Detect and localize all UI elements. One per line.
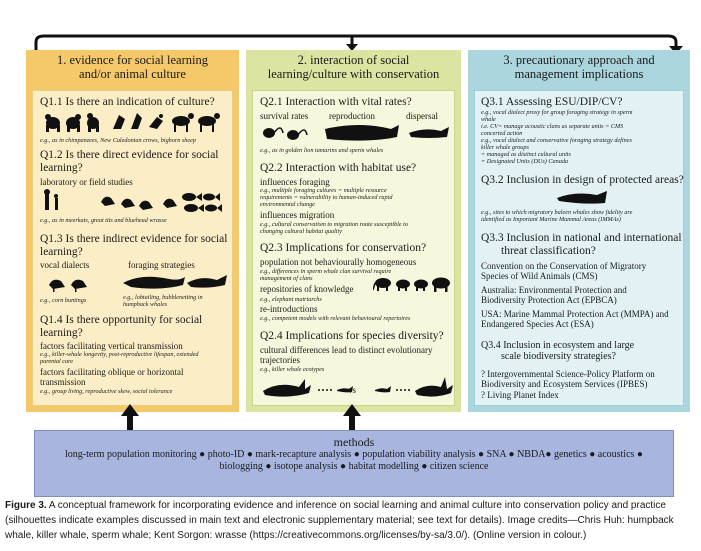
- question-1-2-line1: Q1.2 Is there direct evidence for social: [40, 149, 219, 161]
- column-body: Q3.1 Assessing ESU/DIP/CV? e.g., vocal d…: [474, 90, 684, 406]
- question-1-4-line2: learning?: [40, 327, 83, 339]
- question-1-4-line1: Q1.4 Is there opportunity for social: [40, 314, 203, 326]
- question-3-3-line1: Q3.3 Inclusion in national and internati…: [481, 232, 682, 244]
- example-3-1-line7: = managed as distinct cultural units: [481, 151, 571, 158]
- direct-evidence-silhouettes-icon: [44, 189, 222, 212]
- example-2-3-elephants: e.g., elephant matriarchs: [260, 296, 322, 303]
- example-2-2-migration-line2: changing cultural habitat quality: [260, 228, 342, 235]
- column-management: 3. precautionary approach and management…: [468, 50, 690, 412]
- example-2-2-migration-line1: e.g., cultural conservatism to migration…: [260, 221, 408, 228]
- question-3-2: Q3.2 Inclusion in design of protected ar…: [481, 174, 684, 186]
- killer-whale-ecotypes-icon: [263, 377, 453, 397]
- column-interaction: 2. interaction of social learning/cultur…: [246, 50, 461, 412]
- caption-text: A conceptual framework for incorporating…: [5, 500, 674, 541]
- ipbes-line2: Biodiversity and Ecosystem Services (IPB…: [481, 379, 648, 389]
- example-1-4-vertical-line2: parental care: [40, 358, 74, 365]
- culture-silhouettes-icon: [45, 113, 220, 132]
- column-evidence: 1. evidence for social learning and/or a…: [26, 50, 239, 412]
- column-body: Q2.1 Interaction with vital rates? survi…: [252, 90, 455, 406]
- example-2-2-foraging-line1: e.g., multiple foraging cultures = multi…: [260, 187, 387, 194]
- mmpa-line2: Endangered Species Act (ESA): [481, 319, 594, 329]
- example-2-2-foraging-line2: requirements = vulnerability to human-in…: [260, 194, 393, 201]
- label-reproduction: reproduction: [329, 111, 375, 121]
- factors-oblique-line2: transmission: [40, 377, 86, 387]
- question-2-3: Q2.3 Implications for conservation?: [260, 242, 427, 254]
- population-not-homogeneous: population not behaviourally homogeneous: [260, 257, 417, 267]
- question-1-3-line1: Q1.3 Is there indirect evidence for soci…: [40, 233, 228, 245]
- label-dispersal: dispersal: [406, 111, 438, 121]
- cms-line1: Convention on the Conservation of Migrat…: [481, 261, 647, 271]
- question-2-4: Q2.4 Implications for species diversity?: [260, 330, 444, 342]
- example-3-1-line1: e.g., vocal dialect proxy for group fora…: [481, 109, 633, 116]
- subheading-foraging-strategies: foraging strategies: [128, 260, 195, 270]
- methods-list: long-term population monitoring ● photo-…: [65, 449, 643, 472]
- column-title: 2. interaction of social learning/cultur…: [267, 53, 440, 81]
- figure-caption: Figure 3. A conceptual framework for inc…: [5, 498, 697, 543]
- ipbes-line1: ? Intergovernmental Science-Policy Platf…: [481, 369, 655, 379]
- question-3-4-line1: Q3.4 Inclusion in ecosystem and large: [481, 340, 635, 351]
- up-arrow-icon: [343, 404, 361, 416]
- example-2-3-clans-line2: management of clans: [260, 275, 313, 282]
- example-2-3-clans-line1: e.g., differences in sperm whale clan su…: [260, 268, 392, 275]
- example-3-1-line5: e.g., vocal dialect and conservative for…: [481, 137, 632, 144]
- elephant-silhouettes-icon: [373, 277, 450, 292]
- question-2-1: Q2.1 Interaction with vital rates?: [260, 96, 412, 108]
- column-body: Q1.1 Is there an indication of culture? …: [32, 90, 233, 406]
- influences-migration: influences migration: [260, 210, 335, 220]
- methods-arrows: [121, 404, 361, 431]
- factors-oblique-line1: factors facilitating oblique or horizont…: [40, 367, 184, 377]
- mmpa-line1: USA: Marine Mammal Protection Act (MMPA)…: [481, 309, 669, 319]
- vital-rates-silhouettes-icon: [263, 125, 449, 141]
- influences-foraging: influences foraging: [260, 177, 330, 187]
- example-1-1: e.g., as in chimpanzees, New Caledonian …: [40, 137, 196, 144]
- repositories-of-knowledge: repositories of knowledge: [260, 284, 354, 294]
- example-1-3-humpback-line1: e.g., lobtailing, bubblenetting in: [123, 294, 203, 301]
- question-1-3-line2: learning?: [40, 246, 83, 258]
- example-1-4-oblique: e.g., group living, reproductive skew, s…: [40, 388, 173, 395]
- example-3-2-line2: identified as Important Marine Mammal Ar…: [481, 216, 621, 223]
- example-2-3-reintroductions: e.g., competent models with relevant beh…: [260, 315, 411, 322]
- example-3-2-line1: e.g., sites to which migratory baleen wh…: [481, 209, 633, 216]
- example-3-1-line8: = Designated Units (DUs) Canada: [481, 158, 569, 165]
- example-1-4-vertical-line1: e.g., killer-whale longevity, post-repro…: [40, 351, 199, 358]
- indirect-evidence-silhouettes-icon: [49, 275, 227, 292]
- example-2-4-ecotypes: e.g., killer whale ecotypes: [260, 366, 325, 373]
- versus-label: vs: [348, 385, 357, 395]
- example-1-2: e.g., as in meerkats, great tits and blu…: [40, 217, 167, 224]
- cultural-differences-line1: cultural differences lead to distinct ev…: [260, 345, 433, 355]
- methods-title: methods: [333, 435, 375, 449]
- column-title: 1. evidence for social learning and/or a…: [57, 53, 208, 81]
- example-3-1-line6: killer whale groups: [481, 144, 529, 151]
- re-introductions: re-introductions: [260, 304, 318, 314]
- subheading-lab-field: laboratory or field studies: [40, 177, 133, 187]
- epbca-line1: Australia: Environmental Protection and: [481, 285, 627, 295]
- example-3-1-line2: whale: [481, 116, 496, 123]
- factors-vertical: factors facilitating vertical transmissi…: [40, 341, 183, 351]
- cultural-differences-line2: trajectories: [260, 355, 300, 365]
- example-1-3-buntings: e.g., corn buntings: [40, 297, 87, 304]
- example-3-1-line4: concerted action: [481, 130, 523, 137]
- example-1-3-humpback-line2: humpback whales: [123, 301, 168, 308]
- question-1-2-line2: learning?: [40, 162, 83, 174]
- up-arrow-icon: [121, 404, 139, 416]
- question-1-1: Q1.1 Is there an indication of culture?: [40, 96, 215, 108]
- question-3-3-line2: threat classification?: [501, 245, 596, 257]
- example-2-2-foraging-line3: environmental change: [260, 201, 315, 208]
- question-2-2: Q2.2 Interaction with habitat use?: [260, 162, 417, 174]
- living-planet-index: ? Living Planet Index: [481, 390, 559, 400]
- question-3-4-line2: scale biodiversity strategies?: [501, 351, 616, 362]
- question-3-1: Q3.1 Assessing ESU/DIP/CV?: [481, 96, 623, 108]
- epbca-line2: Biodiversity Protection Act (EPBCA): [481, 295, 617, 305]
- methods-box: methods long-term population monitoring …: [34, 430, 674, 497]
- subheading-vocal-dialects: vocal dialects: [40, 260, 90, 270]
- baleen-whale-icon: [557, 191, 607, 204]
- example-2-1: e.g., as in golden lion tamarins and spe…: [260, 147, 384, 154]
- example-3-1-line3: i.e. CV= manage acoustic clans as separa…: [481, 123, 624, 130]
- caption-label: Figure 3.: [5, 500, 47, 511]
- cms-line2: Species of Wild Animals (CMS): [481, 271, 598, 281]
- label-survival-rates: survival rates: [260, 111, 309, 121]
- column-title: 3. precautionary approach and management…: [503, 53, 655, 81]
